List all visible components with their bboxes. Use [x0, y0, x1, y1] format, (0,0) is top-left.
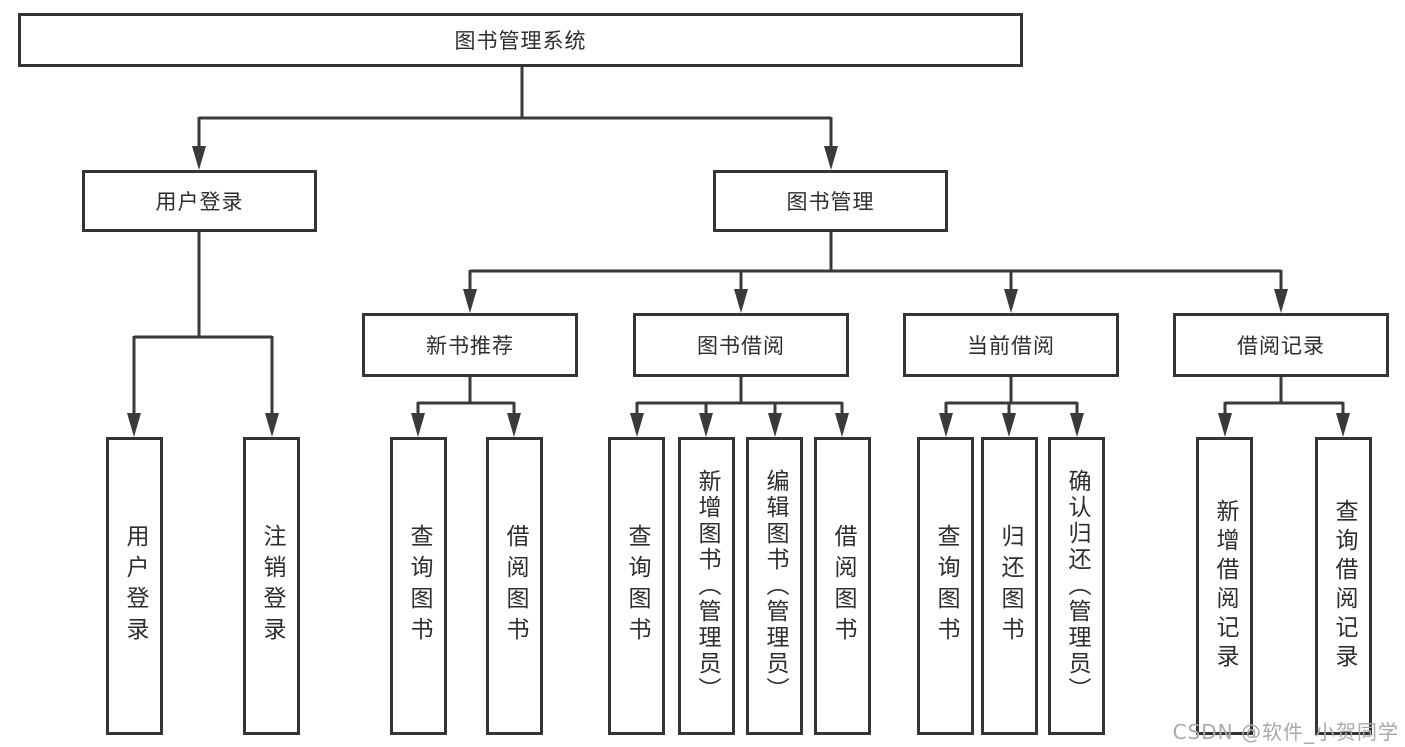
leaf-return-book: 归还图书: [981, 437, 1038, 735]
node-user-login-label: 用户登录: [155, 190, 244, 214]
node-book-borrow: 图书借阅: [633, 313, 849, 377]
leaf-borrow-books-recommend-label: 借阅图书: [502, 524, 528, 648]
leaf-add-book-admin: 新增图书（管理员）: [678, 437, 735, 735]
node-new-book-recommend-label: 新书推荐: [426, 334, 514, 358]
node-borrow-records-label: 借阅记录: [1237, 334, 1325, 358]
connector-root-to-level1: [192, 67, 838, 170]
leaf-query-books-recommend-label: 查询图书: [406, 524, 432, 648]
csdn-watermark: CSDN @软件_小贺同学: [1172, 720, 1399, 744]
leaf-logout-label: 注销登录: [259, 524, 285, 648]
leaf-borrow-books-recommend: 借阅图书: [486, 437, 543, 735]
leaf-query-books-current-label: 查询图书: [933, 524, 959, 648]
connector-bookmgmt-to-level2: [463, 232, 1288, 313]
leaf-logout: 注销登录: [243, 437, 300, 735]
connector-userlogin-to-leaves: [127, 232, 279, 437]
connector-currentborrow-to-leaves: [939, 377, 1084, 437]
leaf-return-book-label: 归还图书: [997, 524, 1023, 648]
connector-bookborrow-to-leaves: [630, 377, 849, 437]
node-root-system: 图书管理系统: [18, 13, 1023, 67]
leaf-user-login-label: 用户登录: [122, 524, 148, 648]
leaf-confirm-return-admin: 确认归还（管理员）: [1048, 437, 1105, 735]
leaf-query-books-recommend: 查询图书: [390, 437, 447, 735]
leaf-query-borrow-record-label: 查询借阅记录: [1331, 499, 1357, 673]
node-book-management: 图书管理: [713, 170, 948, 232]
node-book-management-label: 图书管理: [786, 190, 875, 214]
leaf-add-borrow-record-label: 新增借阅记录: [1212, 499, 1238, 673]
leaf-query-borrow-record: 查询借阅记录: [1315, 437, 1372, 735]
leaf-edit-book-admin-label: 编辑图书（管理员）: [762, 469, 788, 703]
node-borrow-records: 借阅记录: [1173, 313, 1389, 377]
node-new-book-recommend: 新书推荐: [362, 313, 578, 377]
connector-newbookrec-to-leaves: [411, 377, 521, 437]
leaf-add-book-admin-label: 新增图书（管理员）: [694, 469, 720, 703]
node-book-borrow-label: 图书借阅: [697, 334, 785, 358]
leaf-query-books-borrow-label: 查询图书: [624, 524, 650, 648]
leaf-user-login: 用户登录: [106, 437, 163, 735]
leaf-edit-book-admin: 编辑图书（管理员）: [746, 437, 803, 735]
node-current-borrow: 当前借阅: [903, 313, 1119, 377]
leaf-borrow-books-borrow-label: 借阅图书: [830, 524, 856, 648]
leaf-borrow-books-borrow: 借阅图书: [814, 437, 871, 735]
node-user-login: 用户登录: [82, 170, 317, 232]
leaf-query-books-borrow: 查询图书: [608, 437, 665, 735]
node-root-label: 图书管理系统: [454, 29, 587, 53]
leaf-confirm-return-admin-label: 确认归还（管理员）: [1064, 469, 1090, 703]
leaf-add-borrow-record: 新增借阅记录: [1196, 437, 1253, 735]
connector-borrowrecords-to-leaves: [1218, 377, 1350, 437]
node-current-borrow-label: 当前借阅: [967, 334, 1055, 358]
leaf-query-books-current: 查询图书: [917, 437, 974, 735]
